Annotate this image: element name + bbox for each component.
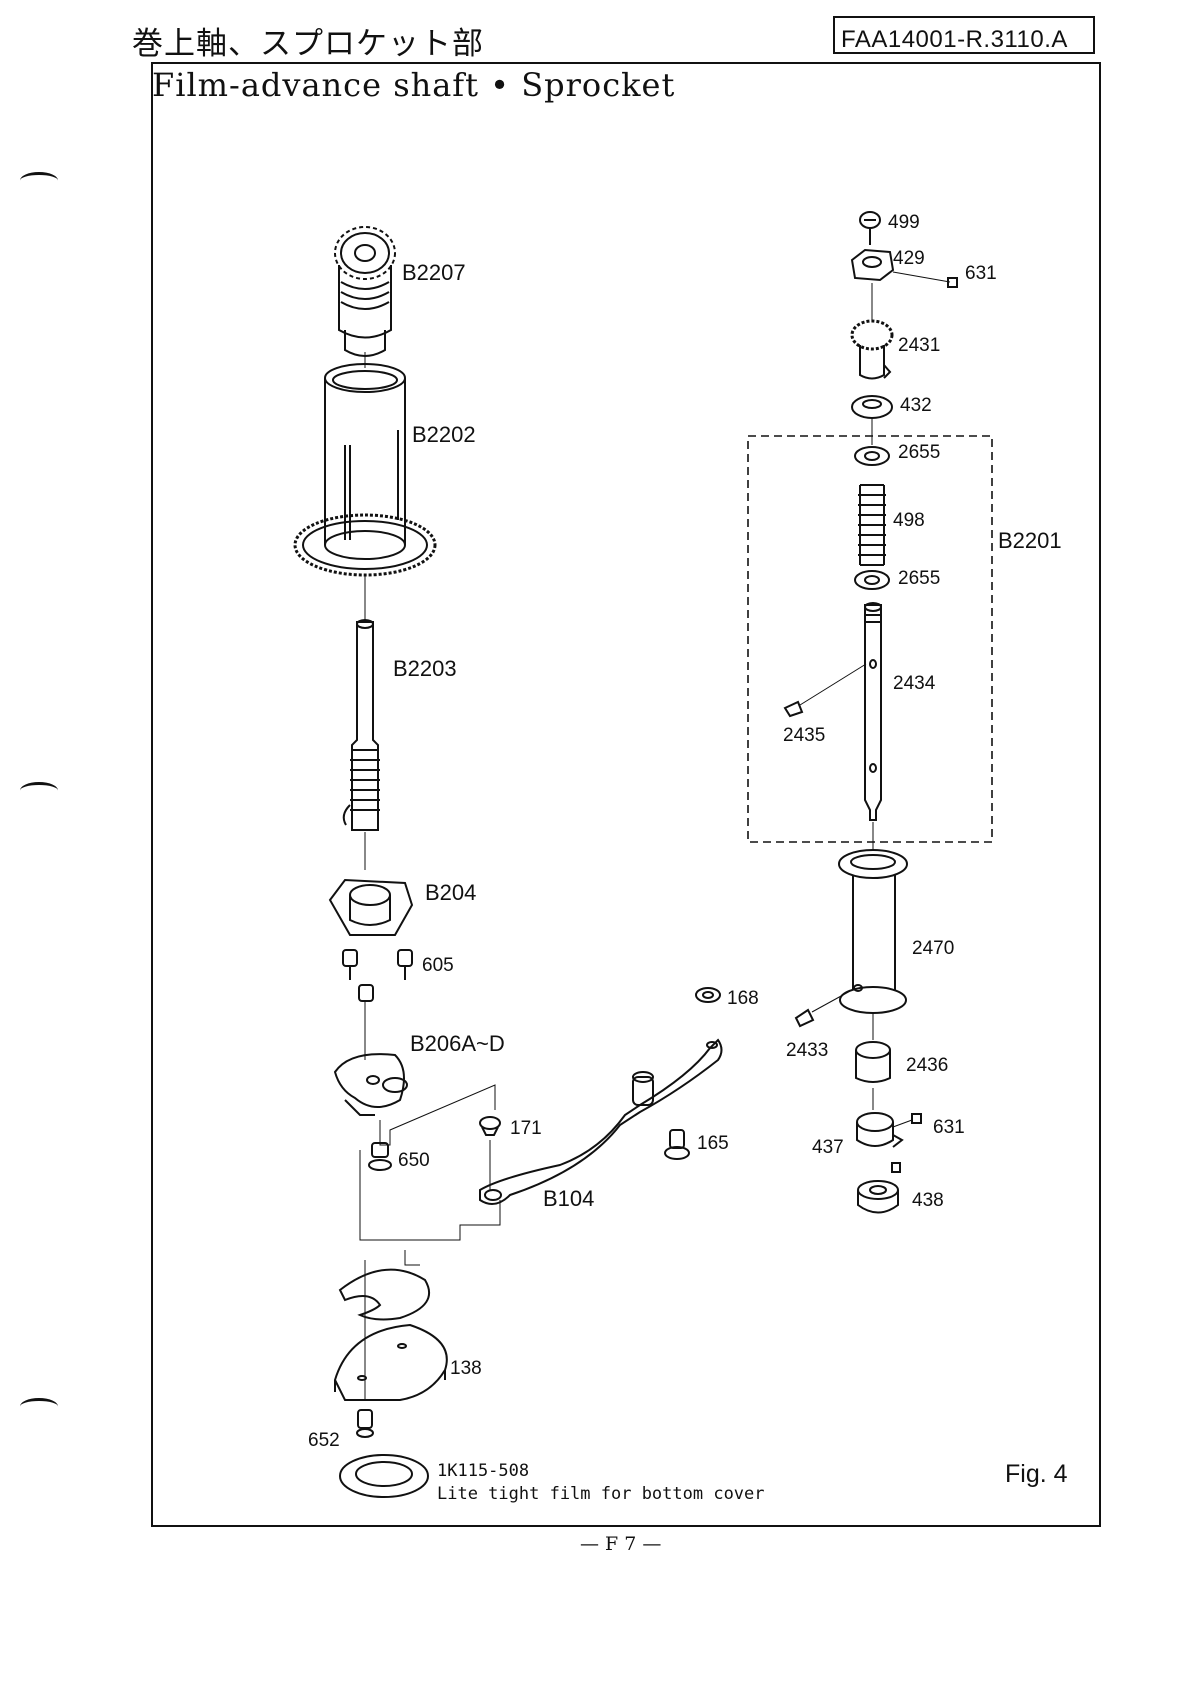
label-605: 605: [422, 955, 454, 977]
pin-2435: [785, 664, 866, 716]
label-2470: 2470: [912, 938, 954, 960]
barrel-2470: [839, 850, 907, 1013]
label-b206: B206A~D: [410, 1031, 505, 1057]
label-b2203: B2203: [393, 656, 457, 682]
label-631-top: 631: [965, 263, 997, 285]
washer-2655-top: [855, 447, 889, 465]
label-432: 432: [900, 395, 932, 417]
label-165: 165: [697, 1133, 729, 1155]
label-2436: 2436: [906, 1055, 948, 1077]
label-498: 498: [893, 510, 925, 532]
shaft-2434: [865, 603, 881, 820]
label-b104: B104: [543, 1186, 594, 1212]
film-gasket: [340, 1455, 428, 1497]
shaft-b2203: [344, 620, 380, 830]
screw-165: [665, 1130, 689, 1159]
gear-2431: [852, 321, 892, 379]
label-2433: 2433: [786, 1040, 828, 1062]
figure-label: Fig. 4: [1005, 1460, 1068, 1489]
label-2655-top: 2655: [898, 442, 940, 464]
spring-498: [858, 485, 886, 565]
label-650: 650: [398, 1150, 430, 1172]
footer-description: Lite tight film for bottom cover: [437, 1483, 765, 1506]
plate-b204: [330, 880, 412, 935]
label-2655-bottom: 2655: [898, 568, 940, 590]
assembly-b2201-box: [748, 436, 992, 842]
sleeve-b2202: [295, 364, 435, 575]
label-2431: 2431: [898, 335, 940, 357]
setscrew-631-top: [893, 272, 957, 287]
label-438: 438: [912, 1190, 944, 1212]
label-168: 168: [727, 988, 759, 1010]
label-499: 499: [888, 212, 920, 234]
sprocket-gear-b2207: [335, 227, 395, 356]
label-b204: B204: [425, 880, 476, 906]
label-2435: 2435: [783, 725, 825, 747]
collar-429: [852, 250, 893, 280]
cam-b206: [335, 1054, 407, 1115]
label-171: 171: [510, 1118, 542, 1140]
cover-plate-138: [335, 1325, 447, 1400]
washer-2655-bottom: [855, 571, 889, 589]
label-2434: 2434: [893, 673, 935, 695]
light-seal-ring: [340, 1270, 429, 1320]
screw-499: [860, 212, 880, 245]
label-b2201: B2201: [998, 528, 1062, 554]
label-b2202: B2202: [412, 422, 476, 448]
nut-2436: [856, 1042, 890, 1082]
footer-part-number: 1K115-508: [437, 1460, 765, 1483]
screw-650: [369, 1143, 391, 1170]
footer-note: 1K115-508 Lite tight film for bottom cov…: [437, 1460, 765, 1506]
label-652: 652: [308, 1430, 340, 1452]
clamp-437: [857, 1113, 902, 1147]
screw-605: [343, 950, 412, 1001]
washer-432: [852, 396, 892, 418]
label-b2207: B2207: [402, 260, 466, 286]
cap-438: [858, 1181, 898, 1213]
screw-652: [357, 1410, 373, 1437]
label-631-bottom: 631: [933, 1117, 965, 1139]
washer-168: [696, 988, 720, 1002]
screw-2433: [796, 990, 852, 1026]
label-138: 138: [450, 1358, 482, 1380]
label-437: 437: [812, 1137, 844, 1159]
page-number: — F 7 —: [580, 1533, 661, 1555]
label-429: 429: [893, 248, 925, 270]
washer-171: [480, 1117, 500, 1135]
setscrew-631-bottom: [892, 1114, 921, 1172]
